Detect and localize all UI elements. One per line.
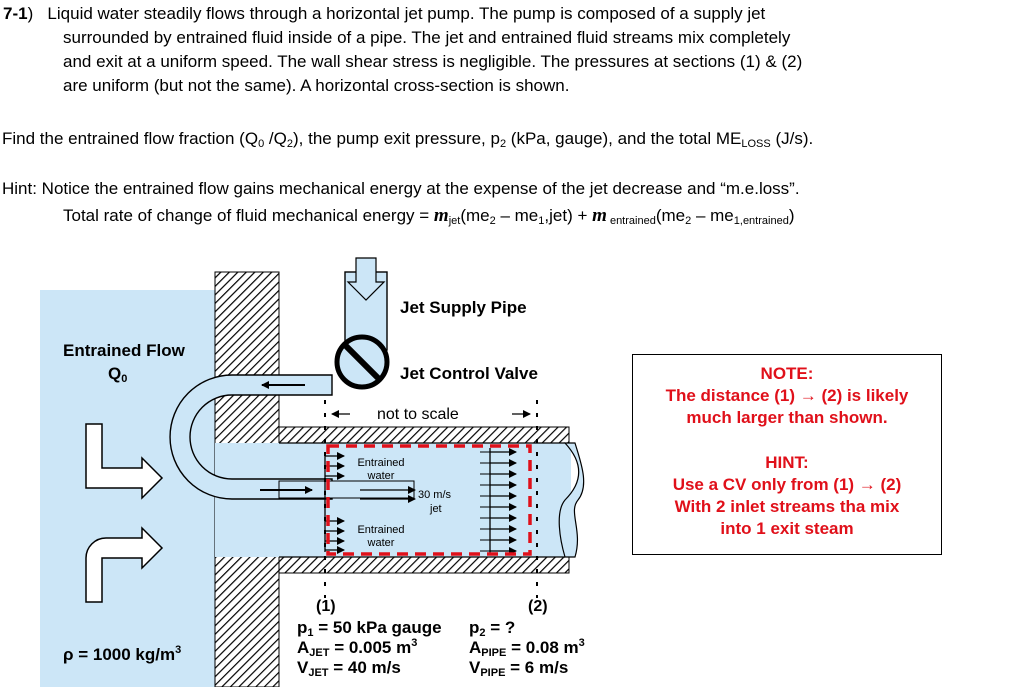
v-jet-value: VJET = 40 m/s	[297, 658, 401, 679]
hint-title: HINT:	[765, 453, 809, 472]
jet-word-label: jet	[430, 503, 442, 515]
entrained-inlet-arrow-lower	[85, 526, 164, 603]
p2-value: p2 = ?	[469, 618, 516, 639]
hint-line-1: Hint: Notice the entrained flow gains me…	[2, 179, 800, 198]
problem-line-2: surrounded by entrained fluid inside of …	[63, 28, 791, 47]
entrained-inlet-arrow-upper	[85, 423, 164, 500]
entrained-water-label-lower: Entrained water	[357, 524, 405, 549]
hint-box-line-2: With 2 inlet streams tha mix	[674, 497, 900, 516]
control-valve-stem	[341, 341, 383, 383]
problem-number: 7-1	[3, 4, 28, 23]
jet-control-valve-label: Jet Control Valve	[400, 364, 538, 383]
pipe-break	[558, 442, 585, 558]
hint-line-2: Total rate of change of fluid mechanical…	[63, 205, 795, 227]
pipe-wall-bottom	[278, 556, 570, 574]
problem-statement: 7-1) Liquid water steadily flows through…	[3, 4, 1013, 96]
density-label: ρ = 1000 kg/m3	[63, 644, 182, 665]
note-title: NOTE:	[760, 364, 814, 383]
control-volume	[326, 444, 532, 556]
not-to-scale-label: not to scale	[377, 406, 459, 423]
mass-flow-entrained-symbol: m	[592, 205, 607, 226]
hint-box-line-1: Use a CV only from (1) → (2)	[672, 475, 902, 494]
p1-value: p1 = 50 kPa gauge	[297, 618, 442, 639]
problem-line-3: and exit at a uniform speed. The wall sh…	[63, 52, 803, 71]
hint-box-line-3: into 1 exit steam	[720, 519, 854, 538]
note-line-2: much larger than shown.	[686, 408, 888, 427]
pipe-wall-top	[278, 426, 570, 444]
entrained-water-label-upper: Entrained water	[357, 457, 405, 482]
supply-flow-arrow	[346, 257, 386, 301]
v-pipe-value: VPIPE = 6 m/s	[469, 658, 569, 679]
entrained-flow-label: Entrained Flow	[63, 341, 185, 360]
section2-velocity-arrows	[489, 448, 517, 555]
note-line-1: The distance (1) → (2) is likely	[665, 386, 909, 405]
note-box: NOTE: The distance (1) → (2) is likely m…	[632, 354, 942, 555]
jet-speed-label: 30 m/s	[418, 489, 452, 501]
mass-flow-jet-symbol: m	[433, 205, 449, 226]
a-jet-value: AJET = 0.005 m3	[297, 637, 418, 659]
section2-label: (2)	[528, 598, 548, 615]
section1-label: (1)	[316, 598, 336, 615]
q0-label: Q0	[108, 364, 128, 385]
find-line: Find the entrained flow fraction (Q0 /Q2…	[2, 129, 814, 150]
problem-line-4: are uniform (but not the same). A horizo…	[63, 76, 570, 95]
jet-supply-pipe-label: Jet Supply Pipe	[400, 298, 527, 317]
a-pipe-value: APIPE = 0.08 m3	[469, 637, 585, 659]
problem-line-1: 7-1) Liquid water steadily flows through…	[3, 4, 766, 23]
